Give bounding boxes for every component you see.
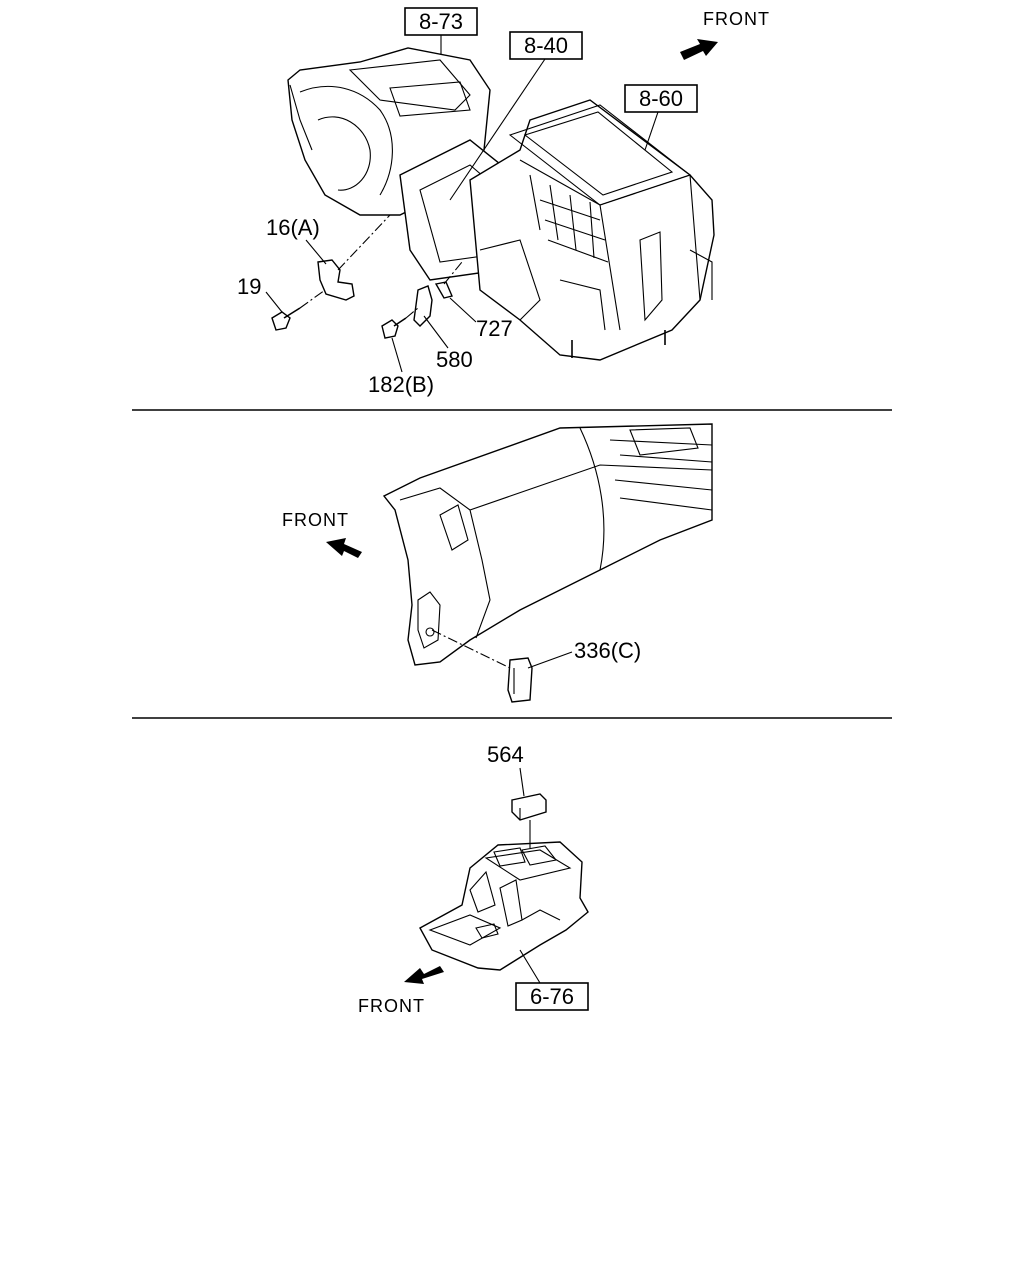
front-arrow-top: FRONT <box>680 9 770 60</box>
part-label: 564 <box>487 742 524 767</box>
pad-727: 727 <box>434 261 513 341</box>
front-arrow-middle: FRONT <box>282 510 362 558</box>
clip-336c: 336(C) <box>431 629 641 703</box>
part-label: 580 <box>436 347 473 372</box>
part-label: 727 <box>476 316 513 341</box>
console-drawing <box>419 841 589 971</box>
ref-label: 8-73 <box>419 9 463 34</box>
bracket-580: 580 <box>413 285 473 372</box>
ref-callout-6-76: 6-76 <box>515 949 589 1011</box>
bracket-16a: 16(A) <box>266 214 391 301</box>
part-label: 19 <box>237 274 261 299</box>
cover-564: 564 <box>487 742 547 848</box>
ref-label: 8-40 <box>524 33 568 58</box>
ref-callout-8-73: 8-73 <box>404 7 478 55</box>
ref-callout-8-60: 8-60 <box>624 84 698 151</box>
front-arrow-bottom: FRONT <box>358 966 444 1016</box>
hvac-assembly-drawing <box>287 47 715 361</box>
dashboard-drawing <box>382 423 713 666</box>
screw-182b: 182(B) <box>368 307 434 397</box>
part-label: 336(C) <box>574 638 641 663</box>
part-label: 16(A) <box>266 215 320 240</box>
ref-label: 6-76 <box>530 984 574 1009</box>
ref-callout-8-40: 8-40 <box>449 31 583 201</box>
front-label: FRONT <box>358 996 425 1016</box>
front-label: FRONT <box>282 510 349 530</box>
bolt-19: 19 <box>237 274 326 331</box>
front-label: FRONT <box>703 9 770 29</box>
ref-label: 8-60 <box>639 86 683 111</box>
part-label: 182(B) <box>368 372 434 397</box>
